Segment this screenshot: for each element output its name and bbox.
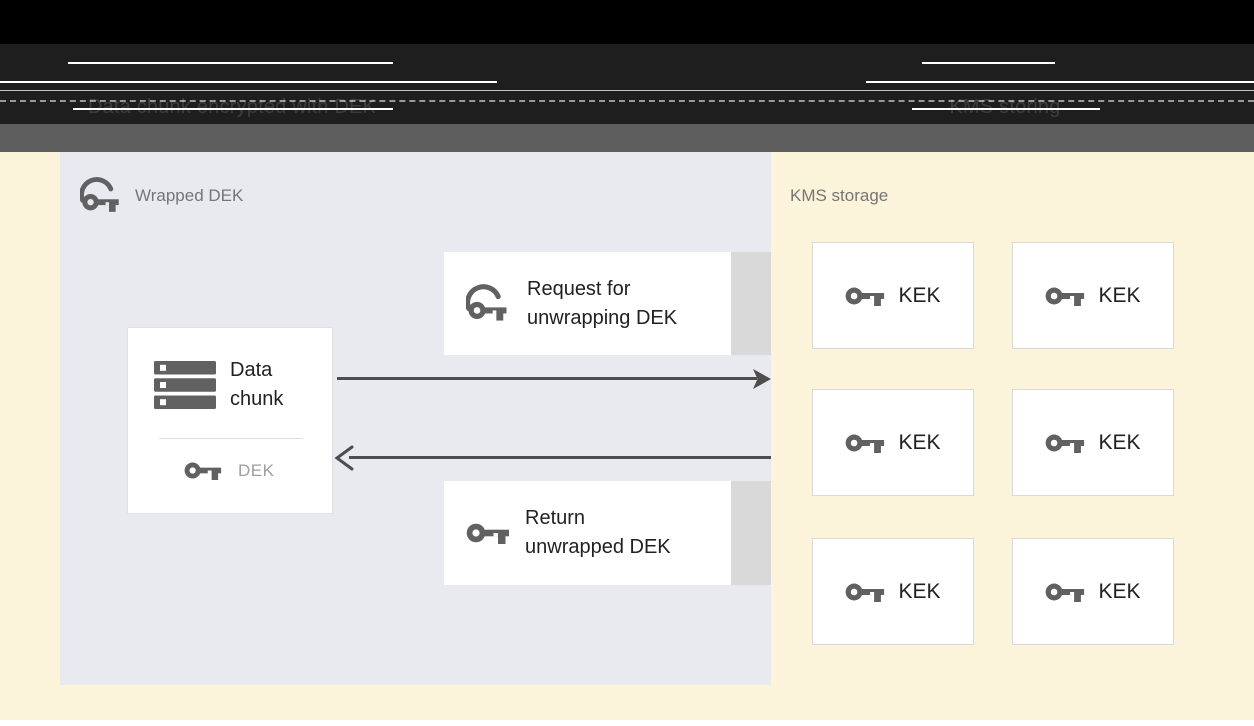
key-icon <box>1045 579 1085 605</box>
data-chunk-title-line2: chunk <box>230 388 284 410</box>
kek-box: KEK <box>1012 538 1174 645</box>
scanline-artifact <box>0 81 497 83</box>
key-icon <box>1045 283 1085 309</box>
kek-box: KEK <box>812 389 974 496</box>
kek-label: KEK <box>898 283 941 307</box>
key-icon <box>466 519 510 547</box>
kek-label: KEK <box>1098 430 1141 454</box>
wrapped-key-icon <box>80 177 124 215</box>
return-unwrapped-text: Return unwrapped DEK <box>525 504 671 562</box>
kek-label: KEK <box>898 430 941 454</box>
request-arrow-head-icon <box>753 369 771 389</box>
key-icon <box>845 579 885 605</box>
return-unwrapped-line1: Return <box>525 507 586 529</box>
request-arrow-line <box>337 377 757 380</box>
key-icon <box>845 430 885 456</box>
data-chunk-title-line1: Data <box>230 359 273 381</box>
kek-box: KEK <box>1012 389 1174 496</box>
wrapped-dek-label: Wrapped DEK <box>80 177 243 215</box>
kek-box: KEK <box>1012 242 1174 349</box>
scanline-artifact <box>922 62 1055 64</box>
return-unwrapped-box: Return unwrapped DEK <box>444 481 731 585</box>
data-chunk-divider <box>159 438 303 439</box>
data-stack-icon <box>154 361 216 409</box>
data-chunk-box: Data chunk DEK <box>127 327 333 514</box>
dek-row: DEK <box>184 458 274 483</box>
request-unwrap-text: Request for unwrapping DEK <box>527 275 677 333</box>
header-caption-band: Data chunk encrypted with DEK and stored… <box>0 44 1254 147</box>
request-unwrap-line1: Request for <box>527 277 631 300</box>
return-unwrapped-line2: unwrapped DEK <box>525 536 671 558</box>
header-top-band <box>0 0 1254 44</box>
kek-label: KEK <box>1098 579 1141 603</box>
return-arrow-line <box>349 456 771 459</box>
bottom-white-strip <box>0 720 1254 726</box>
kek-box: KEK <box>812 538 974 645</box>
subheader-gray-bar <box>0 124 1254 152</box>
scanline-artifact <box>73 108 393 110</box>
kms-storage-label: KMS storage <box>790 186 889 205</box>
key-icon <box>845 283 885 309</box>
scanline-artifact <box>0 90 1254 91</box>
wrapped-dek-label-text: Wrapped DEK <box>135 186 244 205</box>
return-arrow-head-icon <box>334 445 354 471</box>
key-icon <box>184 458 222 483</box>
key-icon <box>1045 430 1085 456</box>
kek-label: KEK <box>1098 283 1141 307</box>
wrapped-key-icon <box>466 283 512 324</box>
scanline-artifact <box>0 100 1254 102</box>
kek-label: KEK <box>898 579 941 603</box>
request-unwrap-line2: unwrapping DEK <box>527 306 678 329</box>
kek-box: KEK <box>812 242 974 349</box>
scanline-artifact <box>68 62 393 64</box>
request-box-tab <box>731 252 771 355</box>
scanline-artifact <box>866 81 1254 83</box>
dek-label: DEK <box>238 460 275 480</box>
scanline-artifact <box>912 108 1100 110</box>
data-chunk-row: Data chunk <box>154 356 283 414</box>
request-unwrap-box: Request for unwrapping DEK <box>444 252 731 355</box>
return-box-tab <box>731 481 771 585</box>
data-chunk-title: Data chunk <box>230 356 283 414</box>
